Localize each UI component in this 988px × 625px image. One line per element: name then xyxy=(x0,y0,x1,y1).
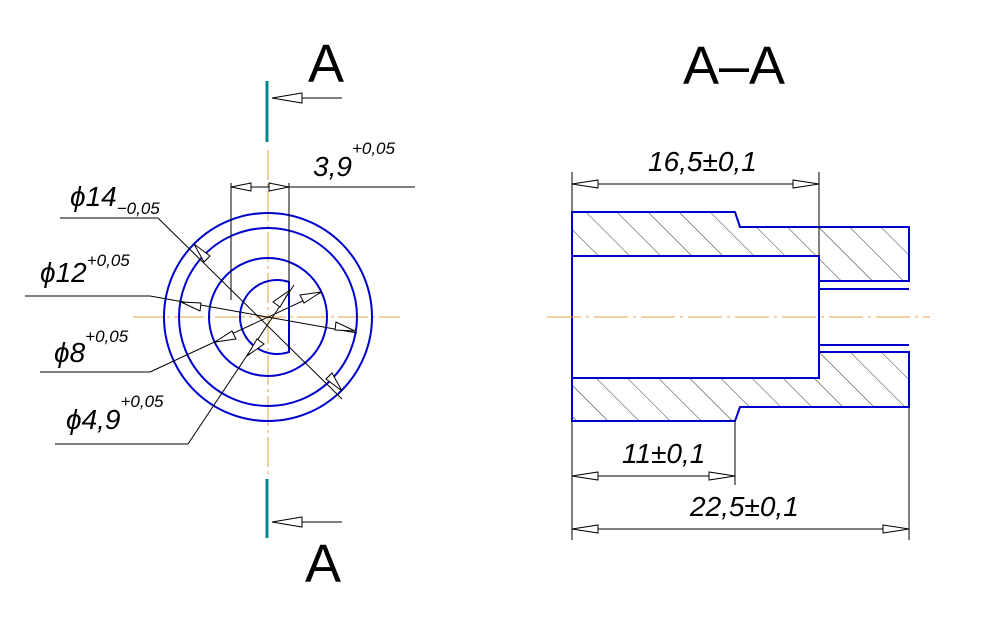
arrowhead xyxy=(571,179,599,189)
d-bore-d49 xyxy=(239,279,290,355)
arrowhead xyxy=(193,243,211,263)
section-letter-top: A xyxy=(308,34,344,94)
circle-d8 xyxy=(208,257,328,377)
leader-d8-diag xyxy=(149,291,323,373)
arrowhead xyxy=(246,338,265,357)
arrowhead xyxy=(214,330,237,343)
circle-d12 xyxy=(178,227,358,407)
arrowhead xyxy=(272,289,291,308)
arrowhead xyxy=(271,516,303,528)
arrowhead xyxy=(325,372,343,392)
arrowhead xyxy=(299,291,322,304)
dim-d12: ϕ12+0,05 xyxy=(40,251,130,288)
leader-d14-diag xyxy=(157,217,343,400)
hatch-bottom-wall xyxy=(571,351,910,422)
leader-d49-diag xyxy=(187,284,295,445)
arrowhead xyxy=(271,92,303,104)
outer-circle-d14 xyxy=(163,212,373,422)
dim-flat-width: 3,9+0,05 xyxy=(313,139,395,182)
section-marker-bottom: A xyxy=(265,479,342,594)
dim-length-225: 22,5±0,1 xyxy=(689,491,799,522)
arrowhead xyxy=(882,524,910,534)
front-view: 3,9+0,05 ϕ14−0,05 ϕ12+0,05 ϕ8+0,05 ϕ4,9+… xyxy=(25,139,415,475)
section-marker-top: A xyxy=(265,34,344,142)
dim-length-165: 16,5±0,1 xyxy=(648,146,757,177)
dim-d8: ϕ8+0,05 xyxy=(54,327,129,368)
arrowhead xyxy=(571,471,599,481)
arrowhead xyxy=(230,182,252,192)
arrowhead xyxy=(180,301,202,312)
arrowhead xyxy=(708,471,736,481)
section-letter-bottom: A xyxy=(305,534,341,594)
dim-d14: ϕ14−0,05 xyxy=(70,181,160,218)
hatch-top-wall xyxy=(571,211,910,282)
section-view: A–A 16,5±0,1 11±0,1 22,5±0,1 xyxy=(547,36,930,540)
arrowhead xyxy=(334,321,356,332)
dim-d49: ϕ4,9+0,05 xyxy=(66,392,164,435)
section-title: A–A xyxy=(683,36,785,96)
arrowhead xyxy=(268,182,290,192)
arrowhead xyxy=(792,179,820,189)
dim-length-11: 11±0,1 xyxy=(622,438,705,469)
arrowhead xyxy=(571,524,599,534)
